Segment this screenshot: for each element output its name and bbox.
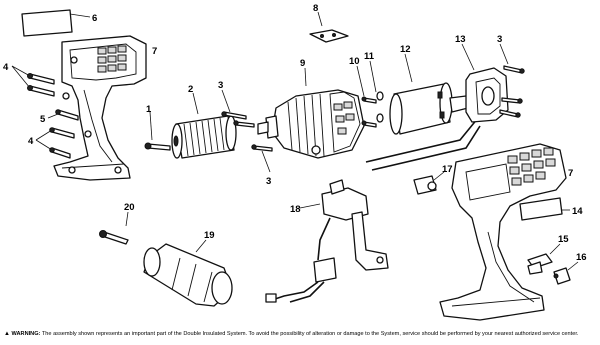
part-13-motor-end-cap [461, 43, 509, 123]
part-19-auxiliary-handle [143, 239, 233, 307]
callout-3-bottom: 3 [266, 176, 271, 187]
callout-10: 10 [349, 56, 360, 67]
callout-numbers: 6 7 4 5 4 1 2 3 3 8 9 10 11 12 13 3 17 7… [3, 3, 587, 263]
callout-3-right: 3 [497, 34, 502, 45]
part-3-screws-gearbox [221, 89, 273, 173]
callout-20: 20 [124, 202, 135, 213]
exploded-parts-diagram: 6 7 4 5 4 1 2 3 3 8 9 10 11 12 13 3 17 7… [3, 3, 587, 321]
callout-5: 5 [40, 114, 46, 125]
callout-3-chuck: 3 [218, 80, 223, 91]
part-2-keyless-chuck [171, 92, 237, 159]
part-11-washers [369, 60, 384, 123]
callout-15: 15 [558, 234, 569, 245]
callout-16: 16 [576, 252, 587, 263]
callout-8: 8 [313, 3, 318, 14]
warning-label: WARNING: [11, 331, 41, 337]
part-8-bracket [309, 11, 349, 43]
callout-4-upper: 4 [3, 62, 9, 73]
callout-19: 19 [204, 230, 215, 241]
warning-note: ▲ WARNING: The assembly shown represents… [4, 331, 596, 337]
callout-4-lower: 4 [28, 136, 34, 147]
callout-11: 11 [364, 51, 375, 62]
part-3-screws-endcap [499, 43, 525, 118]
callout-7-left: 7 [152, 46, 157, 57]
callout-12: 12 [400, 44, 411, 55]
part-17-direction-button [413, 171, 445, 195]
callout-6: 6 [92, 13, 97, 24]
callout-14: 14 [572, 206, 583, 217]
warning-triangle-icon: ▲ [4, 331, 10, 337]
part-1-chuck-screw [144, 111, 171, 151]
callout-1: 1 [146, 104, 152, 115]
part-5-screw [47, 109, 79, 121]
part-20-side-handle-bolt [99, 211, 129, 245]
part-9-gearbox-assembly [257, 67, 365, 159]
callout-18: 18 [290, 204, 301, 215]
warning-text: The assembly shown represents an importa… [40, 331, 579, 337]
part-16-screw [553, 261, 579, 285]
callout-7-right: 7 [568, 168, 573, 179]
part-15-belt-clip [527, 243, 561, 275]
callout-13: 13 [455, 34, 466, 45]
callout-9: 9 [300, 58, 305, 69]
right-housing-half [439, 143, 567, 321]
part-4-screws-upper [11, 65, 55, 97]
callout-17: 17 [442, 164, 453, 175]
part-4-screws-lower [35, 127, 75, 159]
part-6-label-plate [21, 9, 91, 37]
left-housing-half [53, 35, 147, 181]
part-18-switch-assembly [265, 179, 389, 303]
part-12-motor [365, 53, 481, 171]
part-10-screws [356, 65, 377, 128]
callout-2: 2 [188, 84, 193, 95]
part-14-label [519, 197, 570, 221]
